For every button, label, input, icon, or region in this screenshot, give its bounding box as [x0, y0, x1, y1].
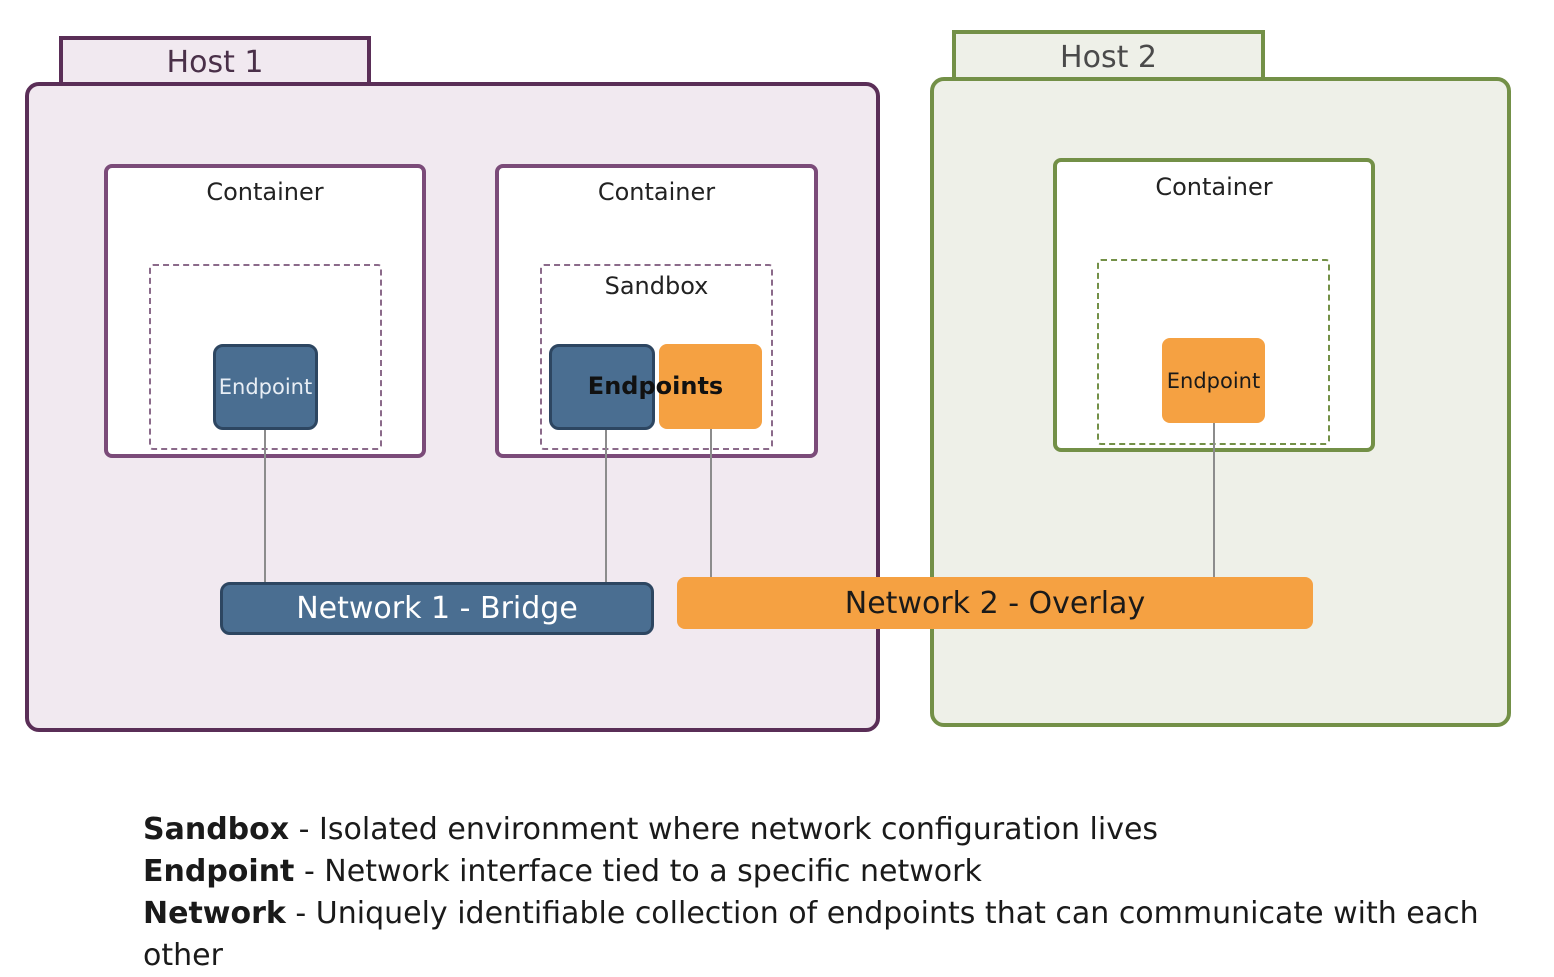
container-2-label: Container [597, 178, 716, 206]
legend-desc: - Network interface tied to a specific n… [294, 854, 982, 889]
endpoint-2b [659, 344, 762, 429]
legend-desc: - Uniquely identifiable collection of en… [143, 896, 1479, 973]
endpoints-label: Endpoints [587, 372, 724, 400]
legend-item-network: Network - Uniquely identifiable collecti… [143, 893, 1554, 977]
legend-item-sandbox: Sandbox - Isolated environment where net… [143, 809, 1554, 851]
container-3-label: Container [1155, 173, 1273, 201]
endpoint-1: Endpoint [213, 344, 318, 430]
endpoint-3-label: Endpoint [1166, 368, 1261, 393]
endpoint-2a [549, 344, 655, 430]
host1-tab: Host 1 [59, 36, 371, 82]
network-2-overlay: Network 2 - Overlay [677, 577, 1313, 629]
wire-ep1-net1 [264, 430, 266, 584]
network-1-bridge: Network 1 - Bridge [220, 582, 654, 635]
network-1-label: Network 1 - Bridge [296, 591, 578, 626]
network-2-label: Network 2 - Overlay [844, 585, 1146, 621]
legend-desc: - Isolated environment where network con… [289, 812, 1159, 847]
legend-item-endpoint: Endpoint - Network interface tied to a s… [143, 851, 1554, 893]
wire-ep2b-net2 [710, 429, 712, 579]
legend-term: Network [143, 896, 286, 931]
legend-term: Endpoint [143, 854, 295, 889]
wire-ep2a-net1 [605, 430, 607, 584]
legend: Sandbox - Isolated environment where net… [143, 809, 1554, 977]
sandbox-2 [540, 264, 773, 450]
wire-ep3-net2 [1213, 423, 1215, 579]
sandbox-2-label: Sandbox [604, 272, 709, 300]
legend-term: Sandbox [143, 812, 290, 847]
container-2 [495, 164, 818, 458]
host2-tab: Host 2 [952, 30, 1265, 77]
host1-label: Host 1 [166, 45, 264, 80]
container-1-label: Container [206, 178, 324, 206]
endpoint-3: Endpoint [1162, 338, 1265, 423]
endpoint-1-label: Endpoint [218, 375, 313, 399]
host2-label: Host 2 [1060, 40, 1157, 75]
